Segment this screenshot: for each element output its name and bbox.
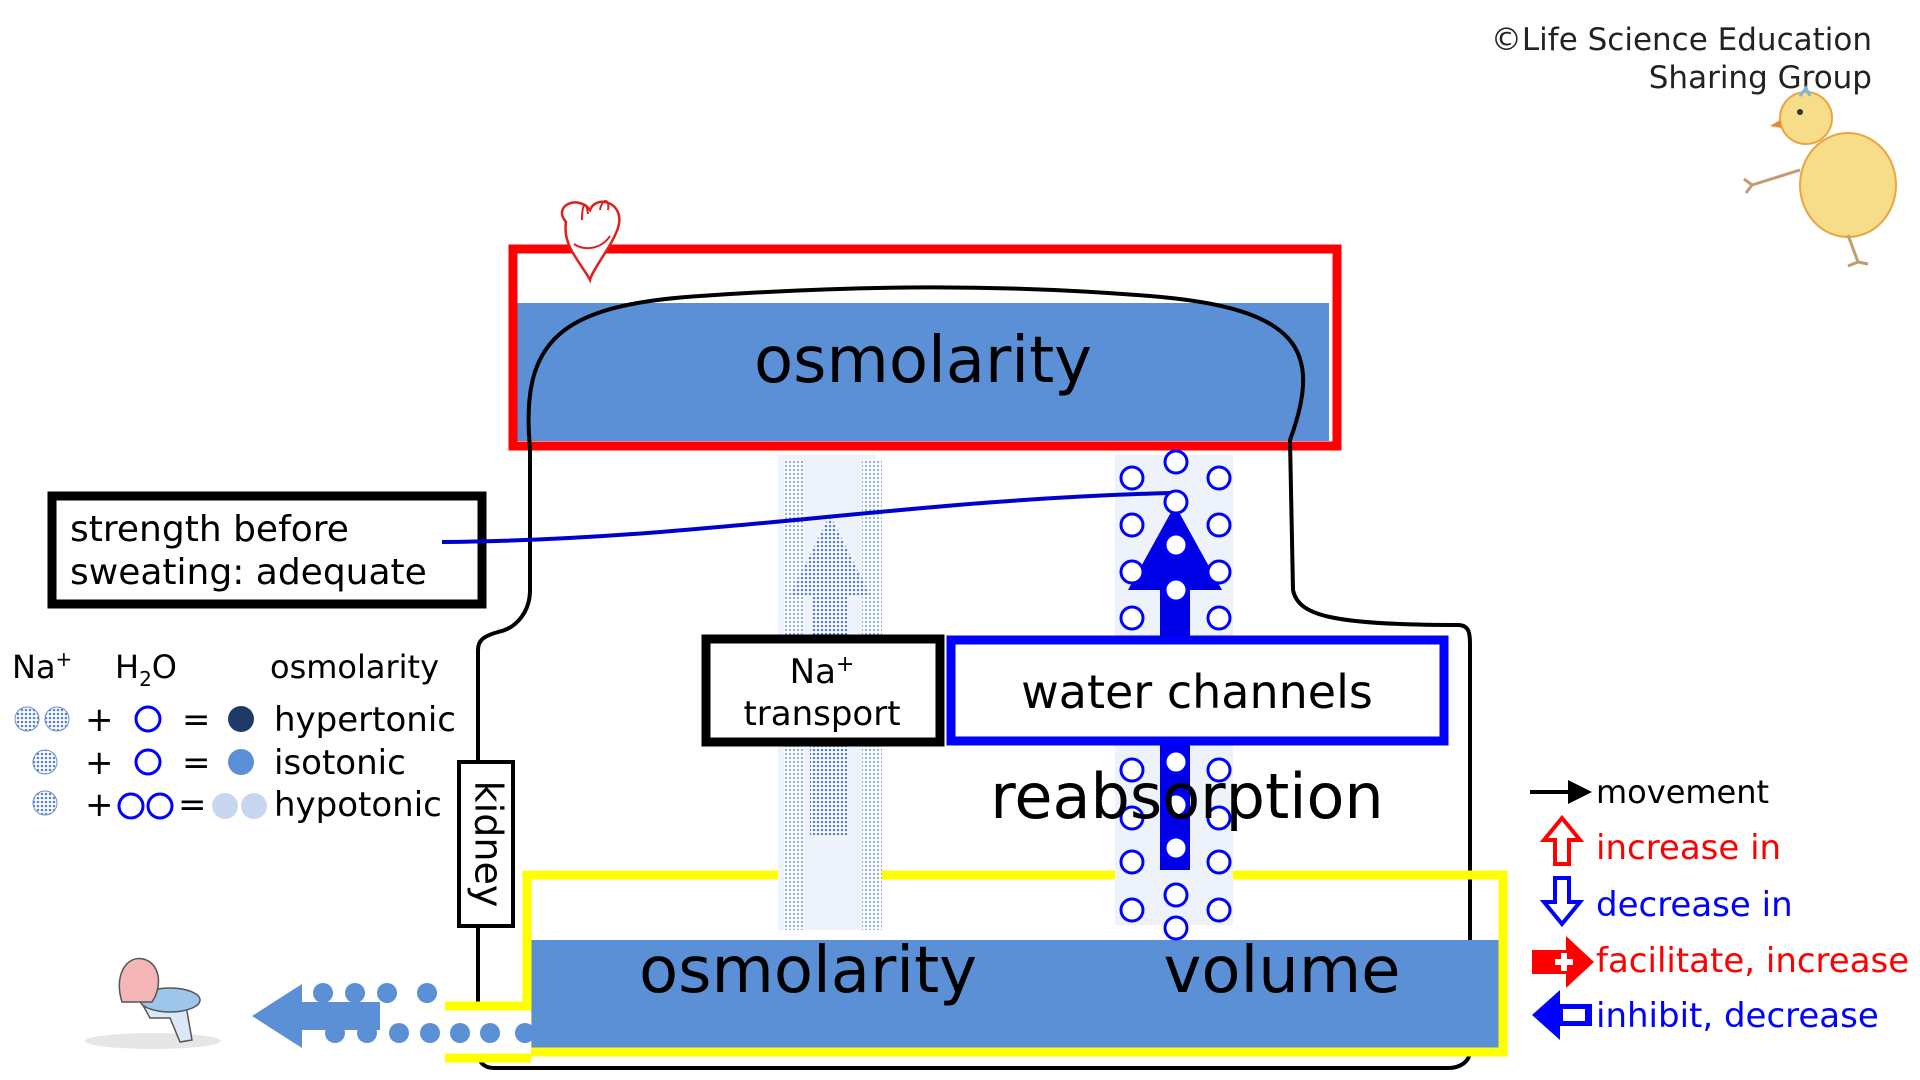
red-outline-arrow-up-icon [1539,814,1585,866]
kidney-label-box [457,760,515,928]
blue-outline-arrow-down-icon [1539,876,1585,928]
tonicity-legend: Na+ H2O osmolarity + = hypertonic + = is… [12,647,456,825]
kidney-label: kidney [467,781,511,908]
legend-plus-2: + [85,743,114,783]
blood-compartment-box [508,244,1342,451]
legend-header-water: H2O [115,648,177,691]
blood-osmolarity-label: osmolarity [754,324,1092,398]
legend-movement: movement [1530,773,1769,811]
water-channels-box [946,635,1449,746]
chick-mascot-icon [1743,85,1897,268]
connector-line [441,491,1171,544]
sodium-transport-label-line-2: transport [743,694,900,734]
legend-label-hypotonic: hypotonic [274,785,442,825]
reabsorption-label: reabsorption [990,760,1383,833]
legend-increase: increase in [1539,814,1781,868]
legend-label-hypertonic: hypertonic [274,700,456,740]
blood-fill [515,303,1329,441]
legend-plus-3: + [85,785,114,825]
legend-label-isotonic: isotonic [274,743,406,783]
copyright-line-2: Sharing Group [1649,60,1872,96]
legend-movement-label: movement [1596,773,1769,811]
legend-plus-1: + [85,700,114,740]
urine-volume-label: volume [1163,934,1400,1008]
urine-osmolarity-label: osmolarity [639,934,977,1008]
legend-facilitate: facilitate, increase [1532,936,1909,988]
legend-row-isotonic: + = isotonic [32,743,406,783]
legend-decrease-label: decrease in [1596,885,1793,925]
excretion-arrow-icon [252,984,380,1048]
legend-equals-2: = [182,743,211,783]
legend-increase-label: increase in [1596,828,1781,868]
legend-row-hypotonic: + = hypotonic [32,785,442,825]
legend-facilitate-label: facilitate, increase [1596,941,1909,981]
legend-equals-1: = [182,700,211,740]
urine-compartment-box [522,870,1508,1057]
black-arrow-right-icon [1568,780,1592,804]
sweat-strength-box [47,491,487,609]
sweat-strength-line-2: sweating: adequate [70,552,427,593]
legend-decrease: decrease in [1539,876,1793,928]
sodium-transport-box [701,634,945,747]
water-channels-label: water channels [1021,665,1373,719]
sweat-strength-line-1: strength before [70,509,349,550]
legend-header-sodium: Na+ [12,647,72,686]
legend-equals-3: = [178,785,207,825]
legend-inhibit-label: inhibit, decrease [1596,996,1879,1036]
heart-icon [560,200,621,284]
copyright-line-1: ©Life Science Education [1491,22,1872,58]
blue-arrow-left-icon [1532,990,1592,1040]
legend-header-osmolarity: osmolarity [270,648,439,686]
urine-fill [531,940,1500,1048]
arrow-legend: movement increase in decrease in facilit… [1530,773,1909,1040]
legend-inhibit: inhibit, decrease [1532,990,1879,1040]
excretion-outflow [252,983,535,1063]
legend-row-hypertonic: + = hypertonic [14,700,456,740]
sodium-transport-label: Na+ [790,652,855,692]
toilet-icon [85,957,221,1049]
